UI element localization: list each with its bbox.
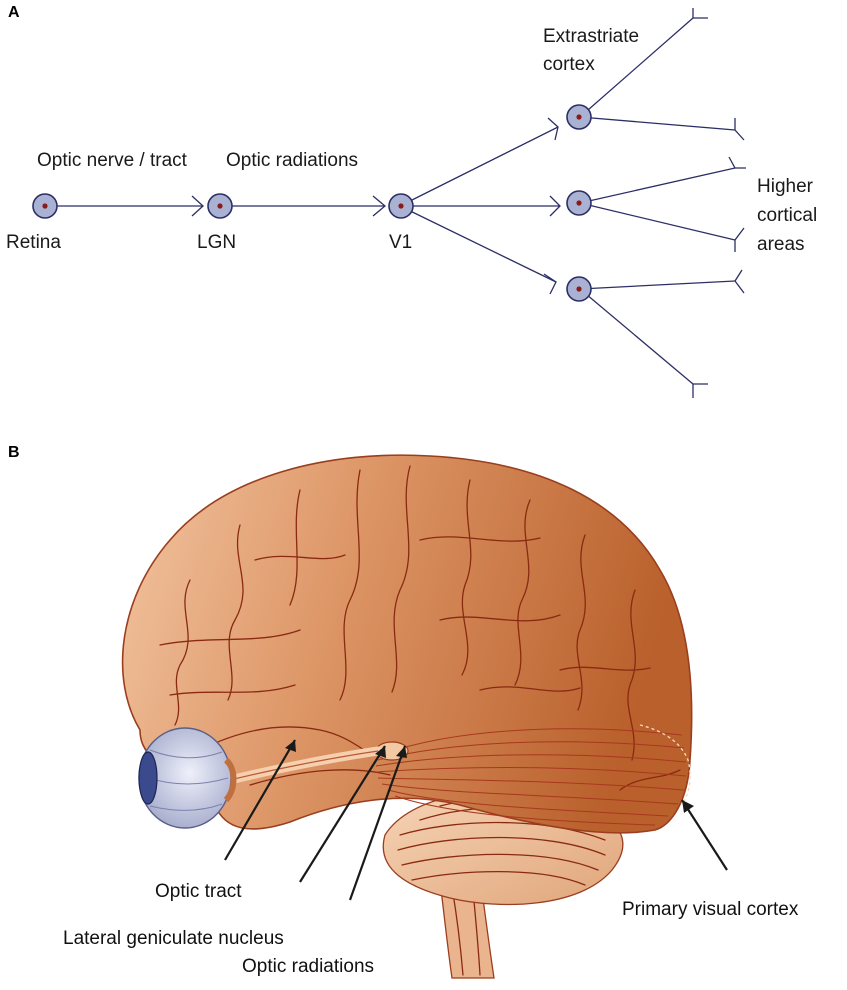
axon-v1-lower bbox=[400, 206, 556, 282]
neuron-lgn bbox=[208, 194, 232, 218]
neuron-v1 bbox=[389, 194, 413, 218]
label-optic-radiations-a: Optic radiations bbox=[226, 148, 358, 173]
neuron-extrastriate-lower bbox=[567, 277, 591, 301]
axon-lower-1 bbox=[580, 281, 735, 289]
axon-v1-upper bbox=[400, 127, 558, 206]
axon-middle-1 bbox=[580, 168, 735, 203]
label-primary-visual-cortex: Primary visual cortex bbox=[622, 898, 798, 922]
terminal-middle-1 bbox=[729, 157, 746, 168]
label-higher-2: cortical bbox=[757, 203, 817, 228]
label-extrastriate-1: Extrastriate bbox=[543, 24, 639, 49]
neuron-retina bbox=[33, 194, 57, 218]
label-lgn: LGN bbox=[197, 230, 236, 255]
axon-middle-2 bbox=[580, 203, 735, 240]
label-retina: Retina bbox=[6, 230, 61, 255]
label-optic-nerve-tract: Optic nerve / tract bbox=[37, 148, 187, 173]
terminal-lower-2 bbox=[693, 384, 708, 398]
terminal-lower-1 bbox=[735, 270, 744, 293]
axon-lower-2 bbox=[580, 289, 693, 384]
arrow-primary-visual-cortex bbox=[682, 800, 727, 870]
label-v1: V1 bbox=[389, 230, 412, 255]
neuron-extrastriate-middle bbox=[567, 191, 591, 215]
terminal-upper-2 bbox=[735, 118, 744, 140]
label-higher-3: areas bbox=[757, 232, 805, 257]
label-lateral-geniculate-nucleus: Lateral geniculate nucleus bbox=[63, 927, 284, 951]
terminal-upper-1 bbox=[693, 8, 708, 18]
label-optic-tract: Optic tract bbox=[155, 880, 242, 904]
neuron-extrastriate-upper bbox=[567, 105, 591, 129]
visual-pathway-schematic bbox=[0, 0, 847, 420]
label-extrastriate-2: cortex bbox=[543, 52, 595, 77]
label-optic-radiations-b: Optic radiations bbox=[242, 955, 374, 979]
axon-upper-2 bbox=[580, 117, 735, 130]
terminal-middle-2 bbox=[735, 228, 744, 252]
label-higher-1: Higher bbox=[757, 174, 813, 199]
